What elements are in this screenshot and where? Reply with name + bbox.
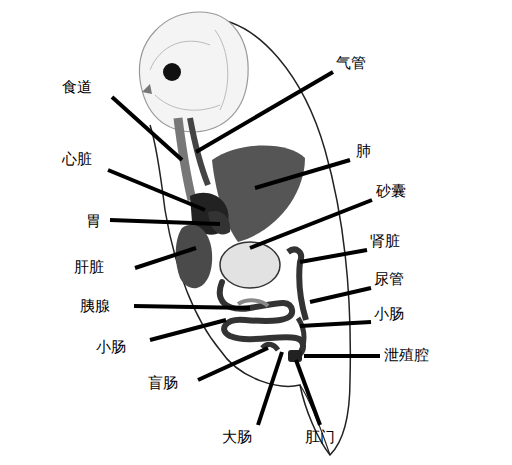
organ-label: 胃 <box>86 212 101 230</box>
gizzard <box>220 242 280 288</box>
leader-line <box>135 248 196 268</box>
owl-eye <box>163 63 181 81</box>
organ-label: 肾脏 <box>370 232 400 250</box>
cloaca <box>288 350 302 362</box>
leader-line <box>110 220 220 224</box>
organ-label: 心脏 <box>62 150 92 168</box>
leader-line <box>196 72 333 152</box>
organ-label: 食道 <box>62 78 92 96</box>
leader-line <box>108 170 205 210</box>
organ-label: 肺 <box>356 142 371 160</box>
leader-line <box>150 320 226 340</box>
leader-line <box>300 322 371 326</box>
face-feathers <box>150 30 228 110</box>
owl-head <box>139 12 248 132</box>
organ-label: 小肠 <box>96 338 126 356</box>
leader-line <box>258 352 282 425</box>
owl-beak <box>142 84 152 94</box>
leader-line <box>300 250 367 262</box>
leader-lines <box>108 72 380 425</box>
leader-line <box>134 306 250 308</box>
leader-line <box>255 160 350 188</box>
pancreas <box>238 300 268 306</box>
liver <box>176 225 212 288</box>
organ-label: 气管 <box>336 54 366 72</box>
organ-label: 肛门 <box>305 428 335 446</box>
leader-line <box>296 360 320 425</box>
organ-label: 泄殖腔 <box>384 346 429 364</box>
leader-line <box>112 97 182 160</box>
organ-label: 胰腺 <box>80 297 110 315</box>
leader-line <box>310 288 371 302</box>
organ-label: 肝脏 <box>74 258 104 276</box>
organ-label: 小肠 <box>374 305 404 323</box>
small-intestine <box>220 282 303 356</box>
leader-line <box>198 348 268 380</box>
organ-label: 盲肠 <box>148 374 178 392</box>
organ-label: 砂囊 <box>376 182 406 200</box>
organ-label: 大肠 <box>222 428 252 446</box>
organ-label: 尿管 <box>374 270 404 288</box>
leader-line <box>250 200 372 248</box>
leader-line <box>304 354 380 358</box>
